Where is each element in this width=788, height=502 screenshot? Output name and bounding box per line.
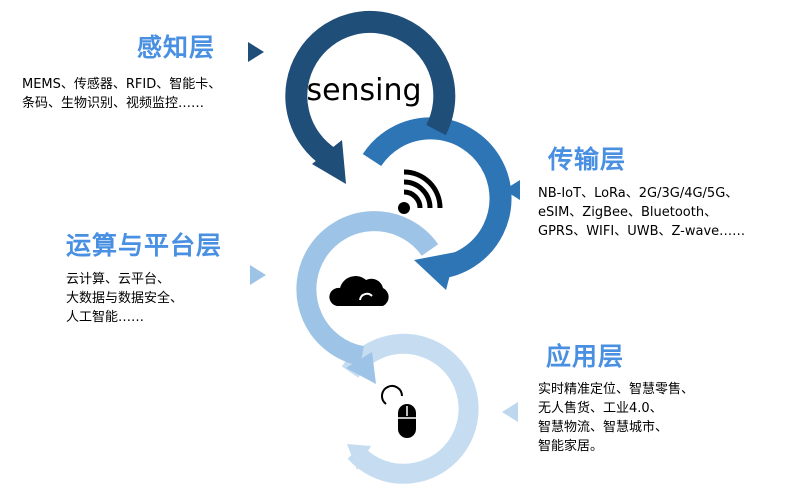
desc-line: 无人售货、工业4.0、 <box>538 401 663 416</box>
cloud-icon <box>329 276 389 306</box>
desc-line: 实时精准定位、智慧零售、 <box>538 382 695 397</box>
ring-sensing <box>285 10 456 184</box>
layer-desc-sensing: MEMS、传感器、RFID、智能卡、 条码、生物识别、视频监控…… <box>22 75 221 113</box>
ring-platform <box>296 211 439 384</box>
layer-title-application: 应用层 <box>546 342 625 371</box>
pointer-sensing-icon <box>248 42 264 62</box>
desc-line: 智能家居。 <box>538 439 604 454</box>
pointer-transmission-icon <box>504 180 520 200</box>
desc-line: MEMS、传感器、RFID、智能卡、 <box>22 77 222 92</box>
desc-line: eSIM、ZigBee、Bluetooth、 <box>538 205 718 220</box>
desc-line: 大数据与数据安全、 <box>66 291 184 306</box>
layer-title-platform: 运算与平台层 <box>66 231 223 260</box>
pointer-platform-icon <box>250 265 266 285</box>
ring-application <box>341 333 479 484</box>
desc-line: 条码、生物识别、视频监控…… <box>22 96 205 111</box>
layer-desc-transmission: NB-IoT、LoRa、2G/3G/4G/5G、 eSIM、ZigBee、Blu… <box>538 184 745 241</box>
layer-desc-application: 实时精准定位、智慧零售、 无人售货、工业4.0、 智慧物流、智慧城市、 智能家居… <box>538 380 694 456</box>
desc-line: NB-IoT、LoRa、2G/3G/4G/5G、 <box>538 186 739 201</box>
layer-title-sensing: 感知层 <box>137 33 216 62</box>
desc-line: 云计算、云平台、 <box>66 272 171 287</box>
mouse-icon <box>381 385 416 438</box>
desc-line: 人工智能…… <box>66 310 145 325</box>
sensing-text: sensing <box>306 73 421 108</box>
ring-transmission <box>362 117 512 290</box>
pointer-application-icon <box>502 402 518 422</box>
layer-title-transmission: 传输层 <box>548 145 627 174</box>
desc-line: GPRS、WIFI、UWB、Z-wave…… <box>538 224 746 239</box>
desc-line: 智慧物流、智慧城市、 <box>538 420 669 435</box>
layer-desc-platform: 云计算、云平台、 大数据与数据安全、 人工智能…… <box>66 270 183 327</box>
wifi-signal-icon <box>398 169 443 214</box>
